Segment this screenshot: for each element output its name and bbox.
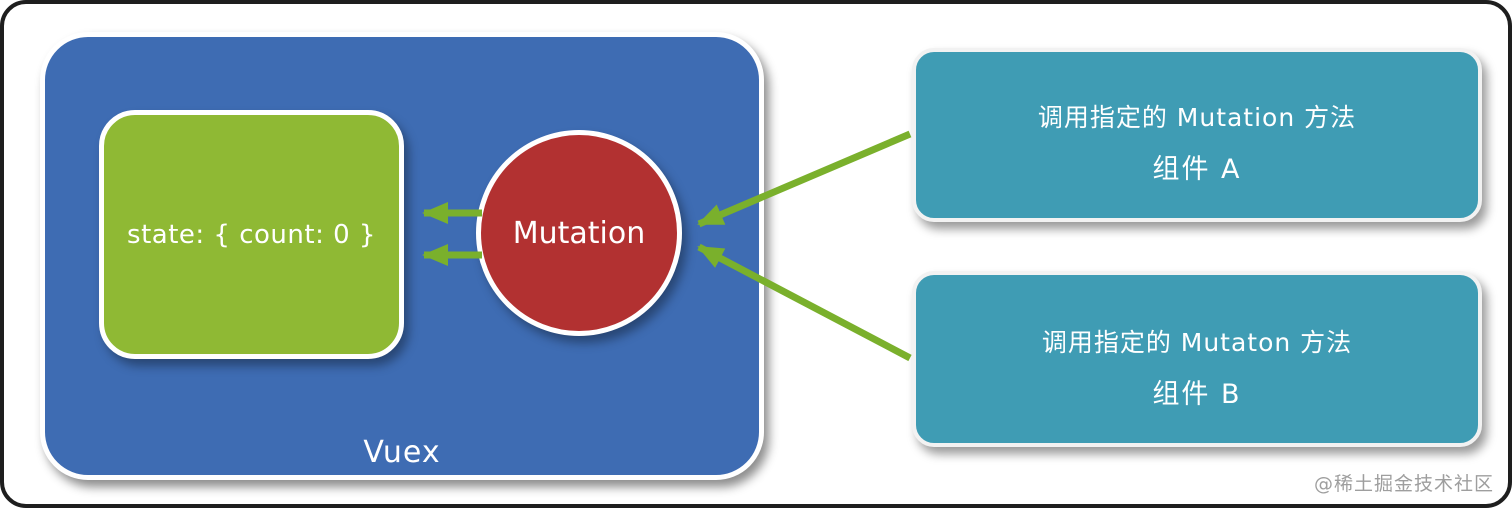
vuex-container: state: { count: 0 } Mutation Vuex bbox=[40, 32, 764, 480]
mutation-label: Mutation bbox=[512, 215, 646, 251]
component-a-box: 调用指定的 Mutation 方法 组件 A bbox=[912, 48, 1482, 222]
state-label: state: { count: 0 } bbox=[127, 219, 376, 250]
vuex-label: Vuex bbox=[363, 435, 441, 470]
watermark: @稀土掘金技术社区 bbox=[1313, 473, 1494, 495]
component-a-action: 调用指定的 Mutation 方法 bbox=[1037, 103, 1357, 132]
component-b-name: 组件 B bbox=[1152, 379, 1242, 410]
component-b-action: 调用指定的 Mutaton 方法 bbox=[1041, 328, 1353, 357]
state-box: state: { count: 0 } bbox=[99, 110, 404, 359]
component-b-box: 调用指定的 Mutaton 方法 组件 B bbox=[912, 271, 1482, 447]
mutation-circle: Mutation bbox=[476, 130, 682, 336]
component-a-name: 组件 A bbox=[1152, 154, 1242, 185]
